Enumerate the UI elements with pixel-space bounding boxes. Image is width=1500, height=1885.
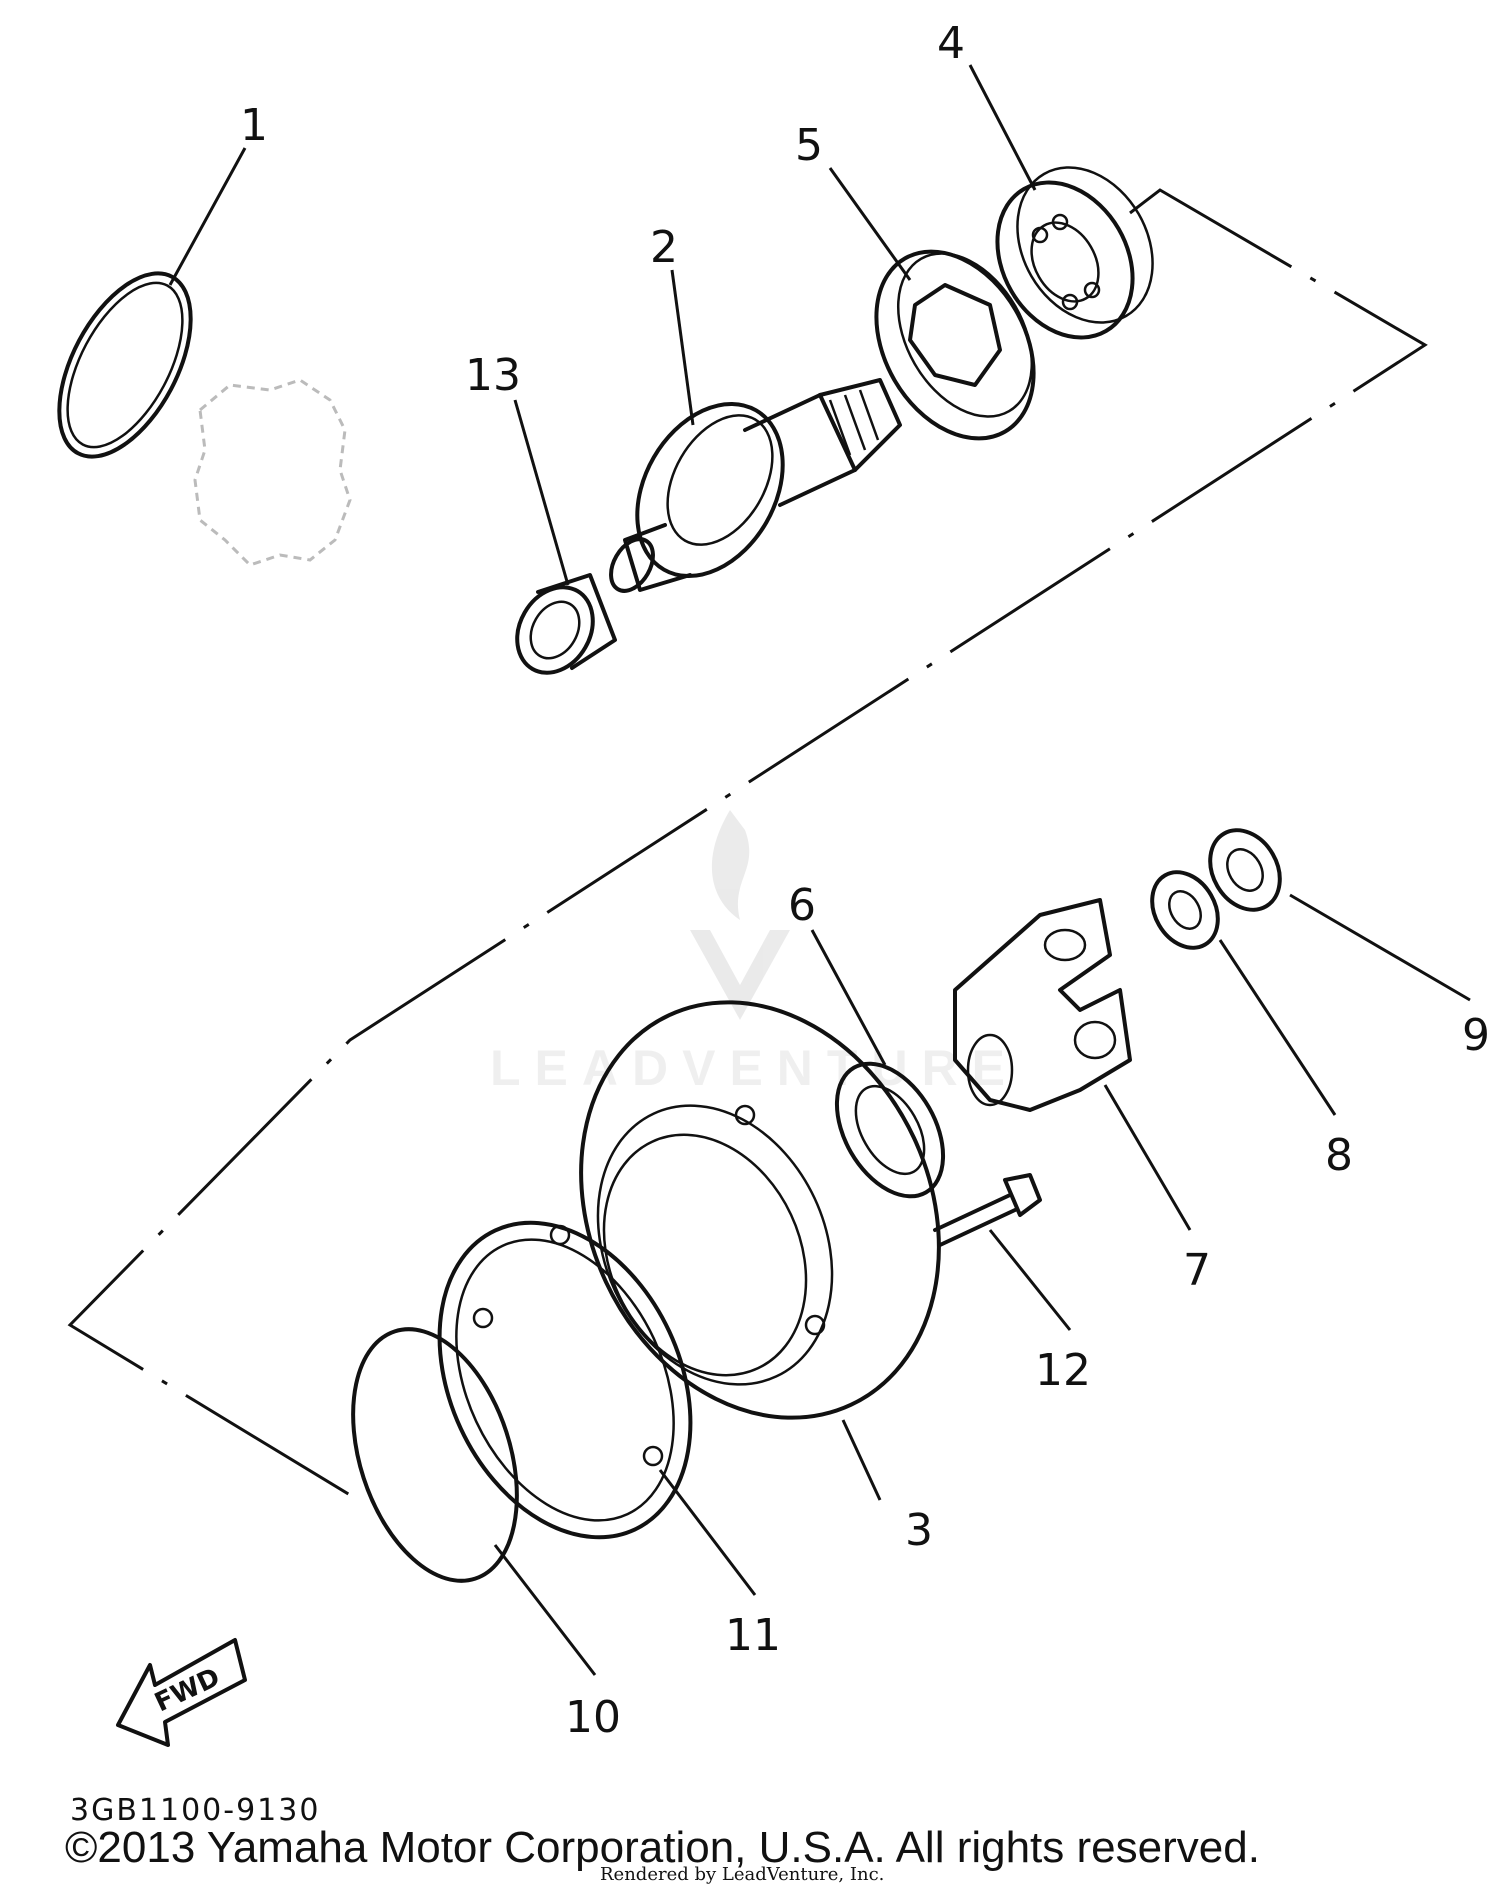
callout-11: 11 <box>725 1610 781 1661</box>
part-13-needle-bearing <box>515 573 617 675</box>
part-4-ball-bearing <box>995 166 1154 340</box>
part-10-circlip <box>351 1327 519 1583</box>
callout-3: 3 <box>905 1505 933 1556</box>
part-3-bearing-housing <box>579 1000 941 1420</box>
callout-5: 5 <box>795 120 823 171</box>
part-9-flange-nut <box>1208 828 1282 912</box>
watermark-logo-icon <box>690 810 790 1020</box>
part-2-drive-shaft-gear <box>609 378 902 593</box>
part-12-bolt <box>933 1173 1042 1247</box>
callout-9: 9 <box>1462 1010 1490 1061</box>
callout-6: 6 <box>788 880 816 931</box>
part-5-hex-collar <box>874 249 1036 441</box>
watermark: LEADVENTURE <box>490 810 1019 1096</box>
assembly-outline <box>67 188 1428 1497</box>
callout-8: 8 <box>1325 1130 1353 1181</box>
callout-10: 10 <box>565 1692 621 1743</box>
copyright-notice: ©2013 Yamaha Motor Corporation, U.S.A. A… <box>65 1823 1260 1872</box>
part-11-gasket <box>437 1220 693 1540</box>
reference-gear-ghost <box>193 378 352 567</box>
callout-2: 2 <box>650 222 678 273</box>
callout-7: 7 <box>1183 1245 1211 1296</box>
fwd-arrow-icon: FWD <box>116 1638 247 1747</box>
callout-12: 12 <box>1035 1345 1091 1396</box>
drawing-code: 3GB1100-9130 <box>70 1793 320 1828</box>
part-1-o-ring <box>57 271 193 459</box>
callout-13: 13 <box>465 350 521 401</box>
watermark-text: LEADVENTURE <box>490 1040 1019 1096</box>
part-8-washer <box>1150 870 1220 950</box>
callout-1: 1 <box>240 100 268 151</box>
part-7-universal-joint-yoke <box>953 898 1132 1112</box>
callout-4: 4 <box>937 18 965 69</box>
footer-note: Rendered by LeadVenture, Inc. <box>600 1864 884 1885</box>
part-6-oil-seal <box>834 1061 946 1199</box>
leader-lines <box>168 64 1471 1676</box>
callout-labels: 1 2 3 4 5 6 7 8 9 10 11 12 13 <box>240 18 1490 1743</box>
